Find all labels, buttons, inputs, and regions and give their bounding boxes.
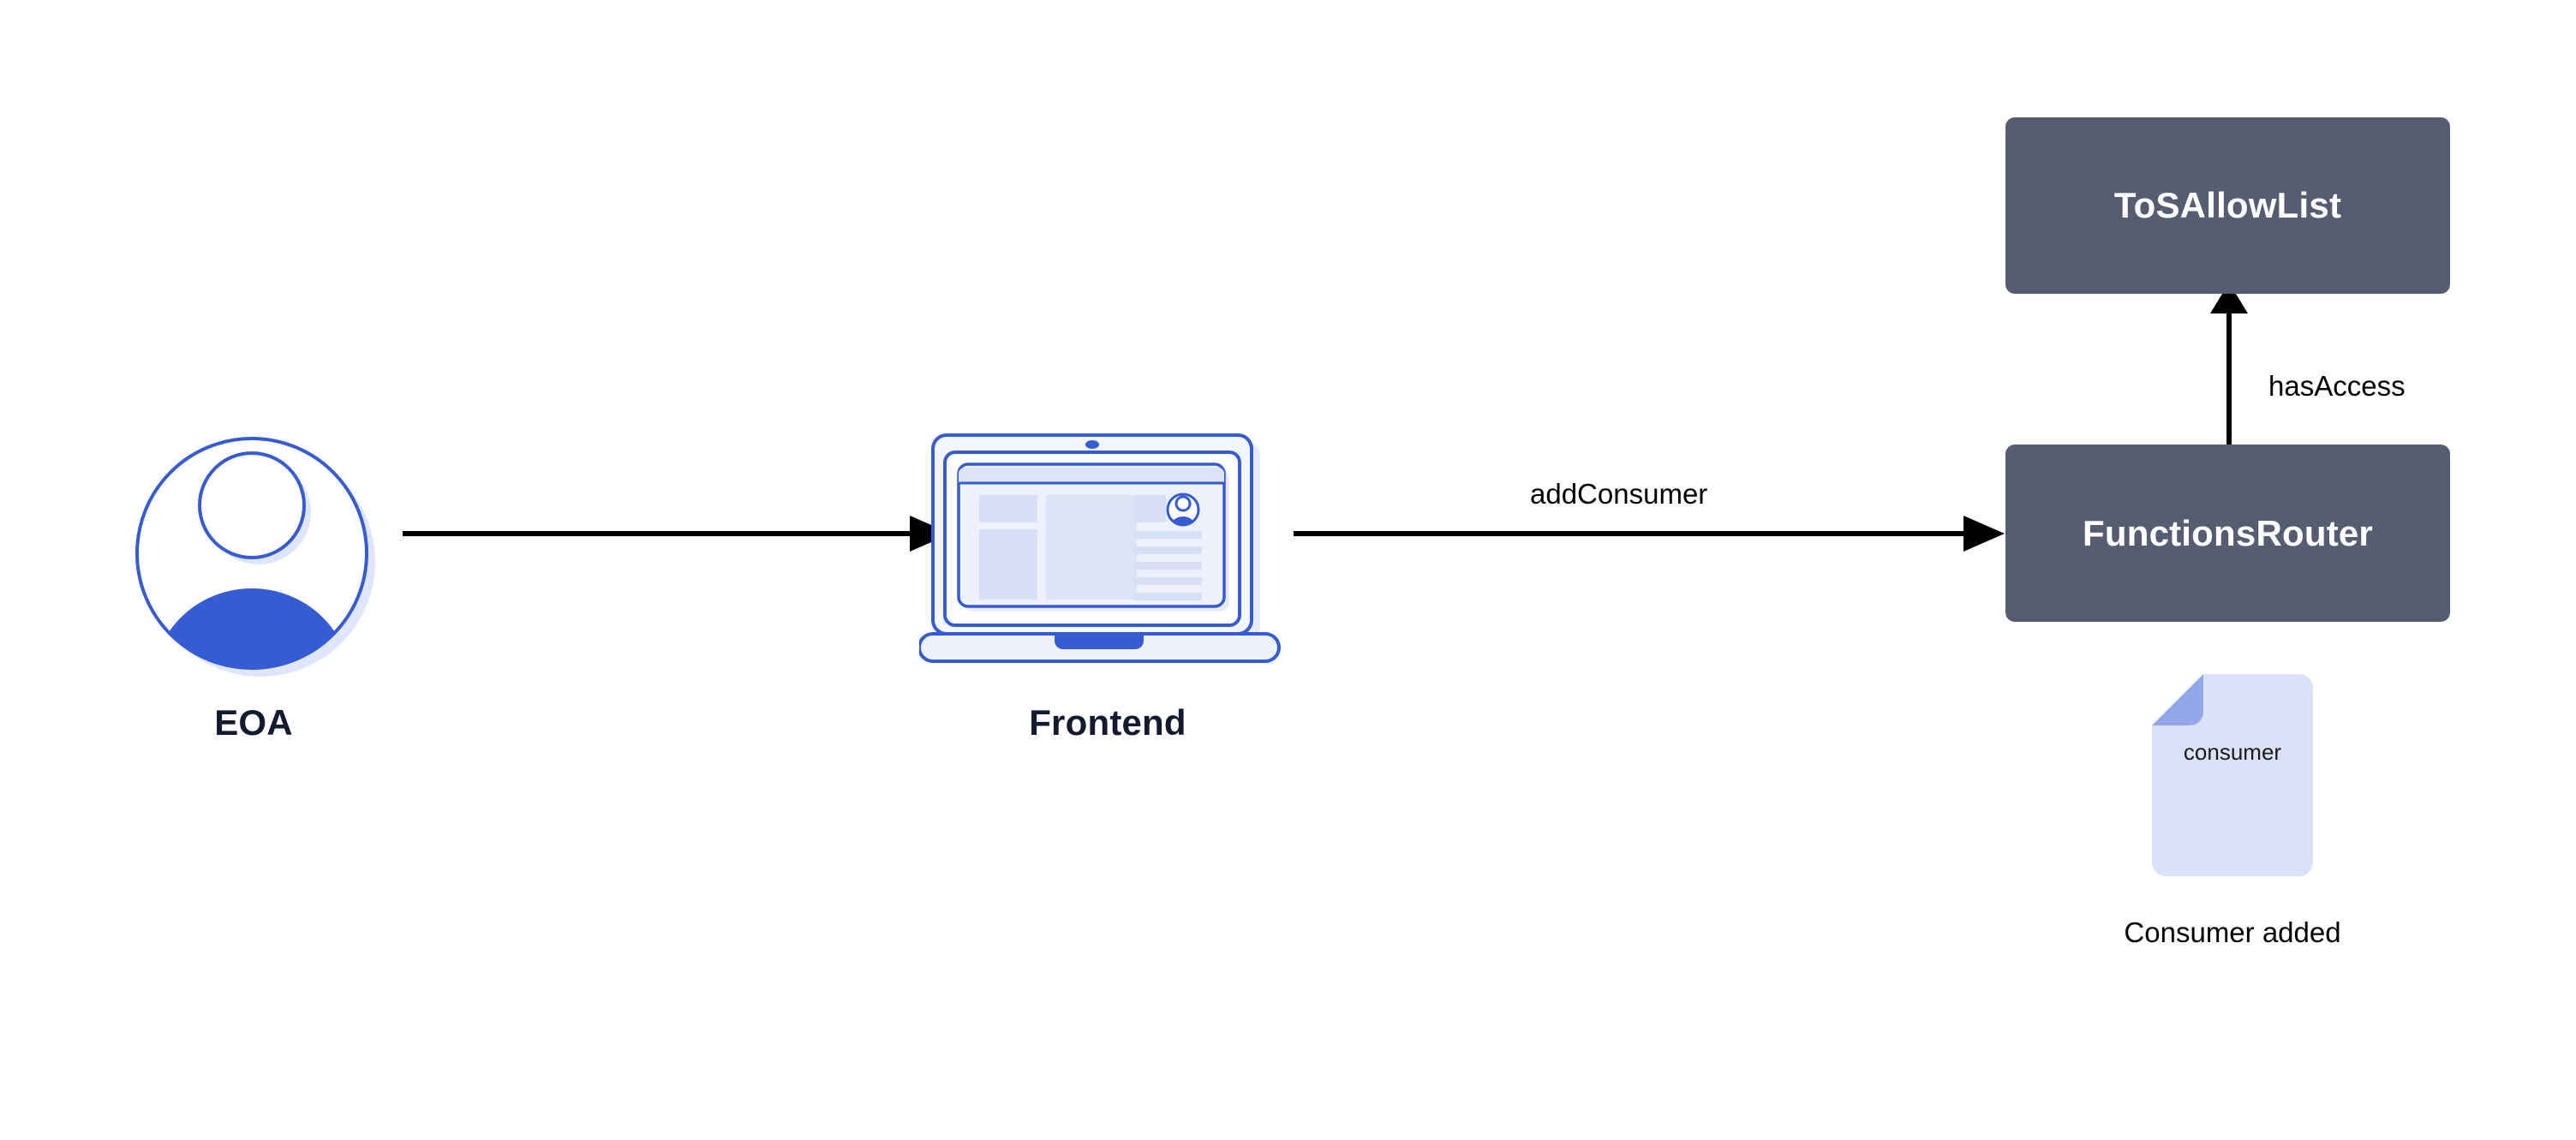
node-label-frontend: Frontend (1029, 702, 1186, 743)
node-frontend[interactable]: Frontend (919, 428, 1313, 771)
node-consumer-document[interactable]: consumer Consumer added (2124, 672, 2400, 948)
node-tos-allow-list[interactable]: ToSAllowList (2005, 117, 2450, 294)
arrow-eoa-to-frontend (403, 516, 951, 552)
arrow-functionsrouter-to-tosallowlist (2210, 283, 2248, 454)
document-file-icon (2152, 674, 2313, 876)
node-label-functions-router: FunctionsRouter (2083, 512, 2373, 553)
node-label-tos-allow-list: ToSAllowList (2113, 185, 2342, 225)
node-label-consumer-added: Consumer added (2124, 916, 2341, 948)
edge-label-add-consumer: addConsumer (1530, 478, 1708, 510)
user-avatar-icon (135, 437, 375, 677)
node-eoa[interactable]: EOA (127, 428, 384, 771)
laptop-icon (919, 433, 1281, 663)
document-file-label: consumer (2183, 739, 2282, 765)
node-functions-router[interactable]: FunctionsRouter (2005, 445, 2450, 622)
arrow-frontend-to-functionsrouter (1294, 516, 2005, 552)
node-label-eoa: EOA (214, 702, 293, 743)
edge-label-has-access: hasAccess (2268, 370, 2406, 402)
